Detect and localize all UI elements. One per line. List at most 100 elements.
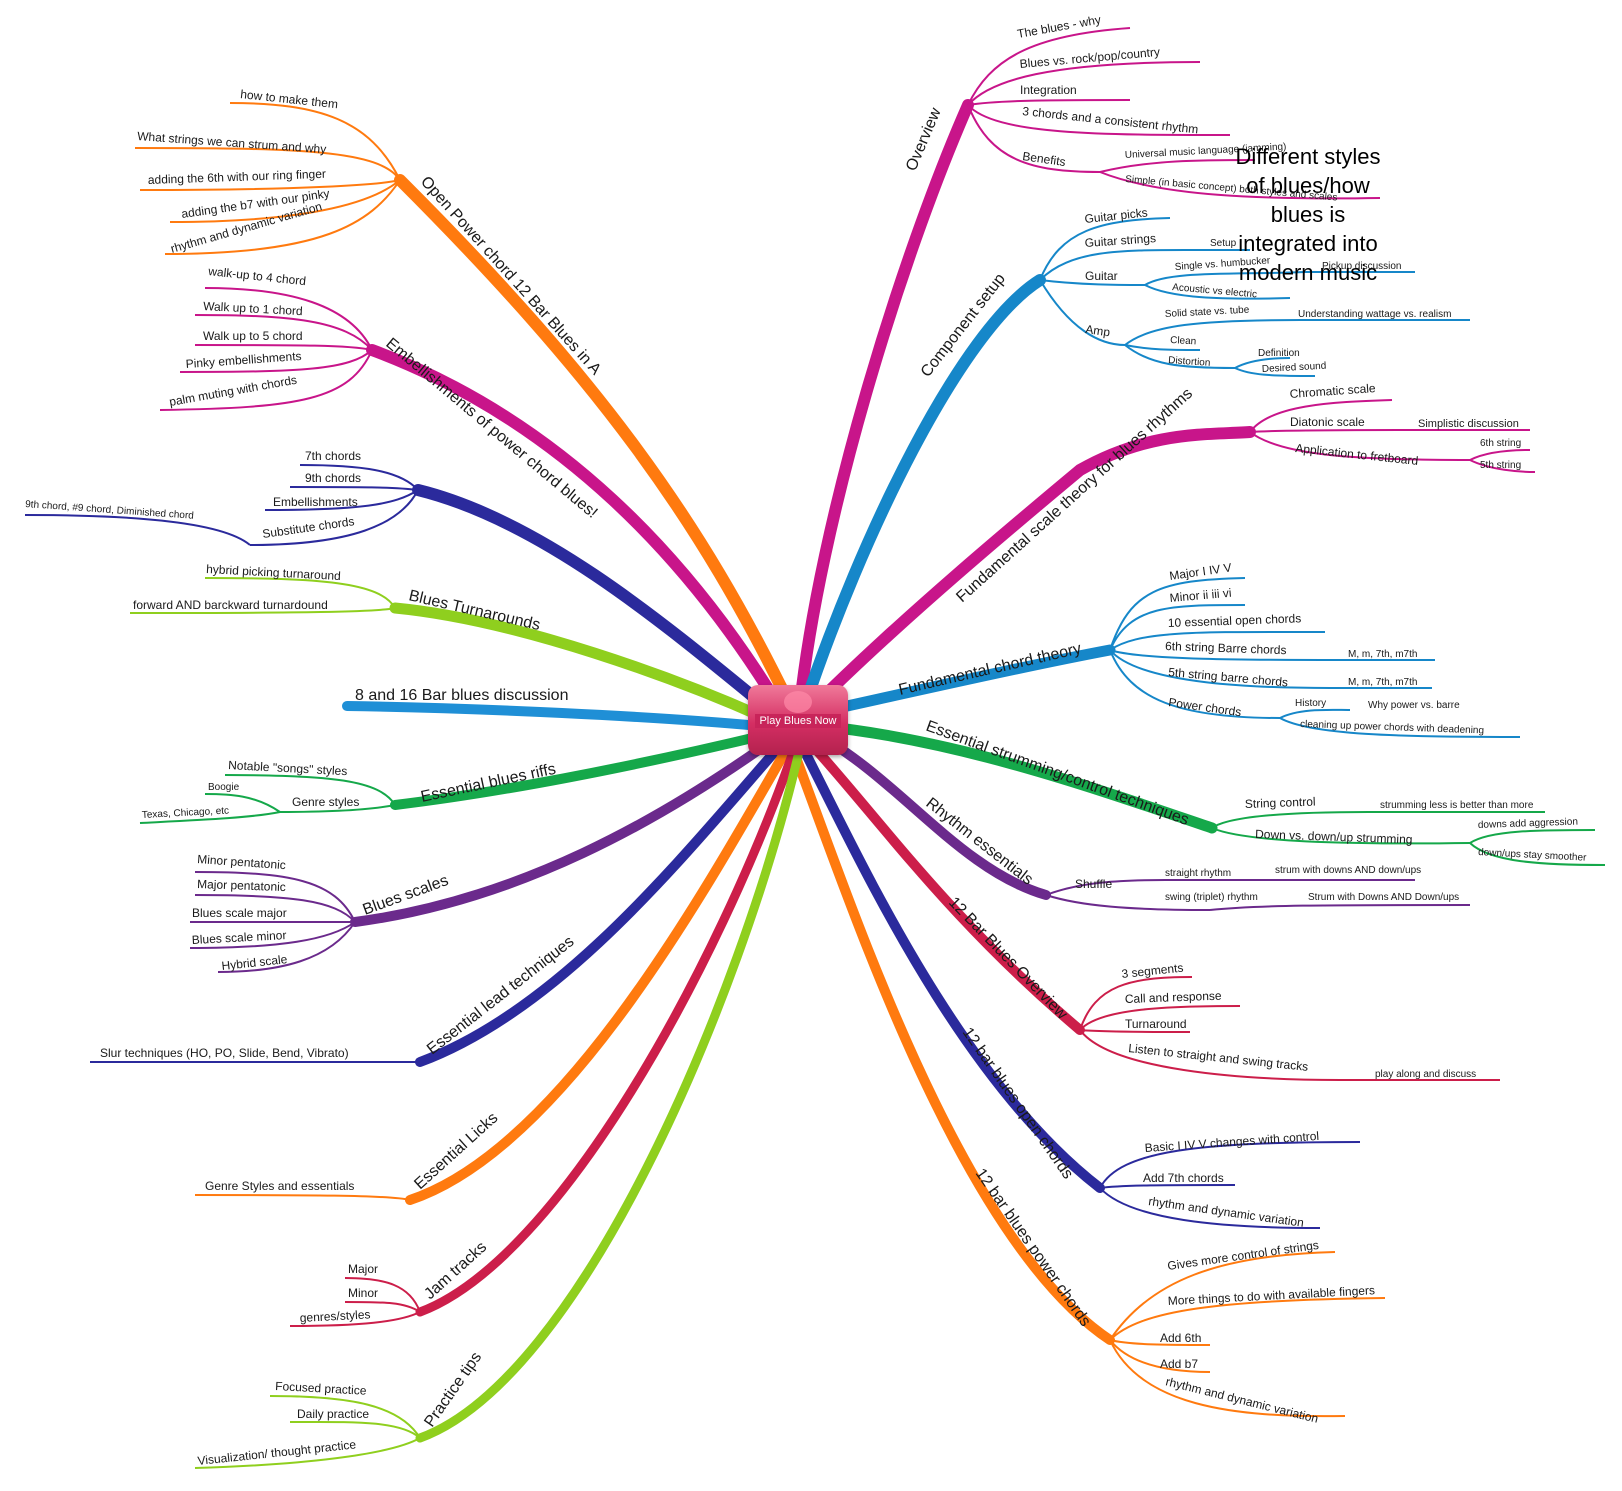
label-chord-theory: Fundamental chord theory (897, 640, 1083, 699)
topic-scale-major: Blues scale major (192, 906, 287, 920)
topic-daily: Daily practice (297, 1407, 369, 1421)
branch-line-chords (412, 484, 778, 718)
branch-line-lead (415, 743, 783, 1067)
overlay-note: Different styles of blues/how blues is i… (1235, 144, 1381, 285)
branch-line-riffs (390, 730, 770, 810)
topic-diatonic: Diatonic scale (1290, 415, 1365, 429)
topic-shuffle: Shuffle (1075, 877, 1112, 891)
licks-connectors (194, 1194, 411, 1201)
topic-adding-6th: adding the 6th with our ring finger (148, 167, 327, 187)
sub-strumming-less: strumming less is better than more (1380, 800, 1534, 811)
branch-line-turnarounds (389, 602, 771, 724)
component-connectors (1039, 217, 1470, 377)
sub-cleaning-up: cleaning up power chords with deadening (1300, 719, 1484, 736)
label-open-power: Open Power chord 12 Bar Blues in A (417, 173, 604, 378)
chords-connectors (24, 464, 419, 546)
topic-embellishments: Embellishments (273, 495, 358, 509)
sub-downs-aggression: downs add aggression (1478, 817, 1578, 831)
sub-history: History (1295, 698, 1326, 709)
sub-down-ups-smoother: down/ups stay smoother (1478, 847, 1587, 864)
sub-distortion: Distortion (1168, 355, 1211, 369)
label-lead-techniques: Essential lead techniques (424, 933, 577, 1058)
topic-guitar: Guitar (1085, 269, 1118, 283)
topic-10-open-chords: 10 essential open chords (1168, 611, 1302, 630)
scales-connectors (189, 871, 356, 973)
blues-logo-icon (784, 691, 812, 713)
chord-connectors (1109, 577, 1521, 738)
sub-setup: Setup (1210, 238, 1237, 249)
sub-definition: Definition (1258, 348, 1300, 359)
label-12bar-overview: 12 Bar Blues Overview (945, 894, 1071, 1023)
branch-line-practice (415, 751, 803, 1443)
label-strumming: Essential strumming/control techniques (924, 718, 1191, 829)
branch-line-component (799, 274, 1046, 711)
branch-line-scale (806, 426, 1256, 714)
branch-line-power (790, 750, 1115, 1345)
topic-minor-ii-iii-vi: Minor ii iii vi (1169, 586, 1232, 605)
sub-m-7th-1: M, m, 7th, m7th (1348, 649, 1417, 660)
topic-pinky: Pinky embellishments (185, 349, 302, 371)
topic-power-chords: Power chords (1168, 695, 1243, 719)
topic-9th-chords: 9th chords (305, 471, 361, 485)
topic-the-blues-why: The blues - why (1016, 12, 1102, 40)
topic-basic-changes: Basic I IV V changes with control (1144, 1129, 1319, 1155)
sub-6th-string: 6th string (1480, 438, 1521, 449)
topic-string-control: String control (1245, 795, 1316, 811)
branch-line-8and16 (342, 701, 765, 731)
topic-turnaround: Turnaround (1125, 1017, 1187, 1031)
label-12bar-open: 12 bar blues open chords (959, 1025, 1077, 1183)
topic-scale-minor: Blues scale minor (191, 928, 286, 947)
sub-5th-string: 5th string (1480, 460, 1521, 471)
topic-application: Application to fretboard (1295, 441, 1419, 468)
topic-add-b7: Add b7 (1160, 1357, 1198, 1371)
open-connectors (1099, 1141, 1361, 1229)
power-connectors (1109, 1251, 1386, 1418)
overview-connectors (967, 27, 1381, 200)
sub-straight-rhythm: straight rhythm (1165, 868, 1231, 879)
branch-line-12bar (807, 740, 1085, 1035)
branch-line-embellish (366, 344, 786, 714)
riffs-connectors (139, 774, 396, 824)
branch-line-rhythm (813, 730, 1051, 900)
branch-line-licks (405, 747, 790, 1205)
topic-what-strings: What strings we can strum and why (137, 129, 327, 156)
topic-down-up-strumming: Down vs. down/up strumming (1255, 827, 1413, 846)
topic-benefits: Benefits (1022, 149, 1067, 169)
scale-connectors (1249, 399, 1536, 473)
label-8-16-bar: 8 and 16 Bar blues discussion (355, 687, 568, 704)
topic-minor: Minor (348, 1286, 378, 1300)
sub-strum-downs-2: Strum with Downs AND Down/ups (1308, 892, 1459, 903)
topic-3-chords: 3 chords and a consistent rhythm (1022, 104, 1199, 136)
sub-m-7th-2: M, m, 7th, m7th (1348, 677, 1417, 688)
topic-more-control: Gives more control of strings (1166, 1238, 1319, 1273)
turnarounds-connectors (129, 577, 396, 614)
central-topic-label: Play Blues Now (755, 714, 841, 728)
topic-7th-chords: 7th chords (305, 449, 361, 463)
branch-line-scales (350, 737, 775, 927)
sub-clean: Clean (1170, 335, 1197, 347)
strumming-connectors (1211, 811, 1606, 866)
topic-focused: Focused practice (275, 1379, 367, 1398)
label-12bar-power: 12 bar blues power chords (972, 1166, 1094, 1330)
topic-integration: Integration (1020, 83, 1077, 97)
branch-line-jam (415, 750, 797, 1317)
rhythm-connectors (1045, 879, 1471, 911)
topic-more-things: More things to do with available fingers (1167, 1283, 1375, 1308)
topic-guitar-strings: Guitar strings (1084, 231, 1156, 250)
topic-minor-pentatonic: Minor pentatonic (197, 852, 286, 872)
topic-major: Major (348, 1262, 378, 1276)
topic-hybrid-scale: Hybrid scale (221, 952, 288, 973)
sub-boogie: Boogie (208, 782, 240, 793)
sub-wattage: Understanding wattage vs. realism (1298, 309, 1451, 320)
topic-amp: Amp (1085, 322, 1112, 339)
sub-simplistic: Simplistic discussion (1418, 418, 1519, 430)
central-topic[interactable]: Play Blues Now (748, 685, 848, 755)
topic-notable-songs: Notable "songs" styles (228, 758, 348, 778)
jam-connectors (289, 1277, 421, 1327)
label-scale-theory: Fundamental scale theory for blues rhyth… (953, 385, 1196, 606)
topic-6th-barre: 6th string Barre chords (1165, 639, 1287, 657)
topic-guitar-picks: Guitar picks (1084, 205, 1148, 226)
sub-pickup-discussion: Pickup discussion (1322, 261, 1401, 272)
branch-line-open (800, 747, 1105, 1193)
